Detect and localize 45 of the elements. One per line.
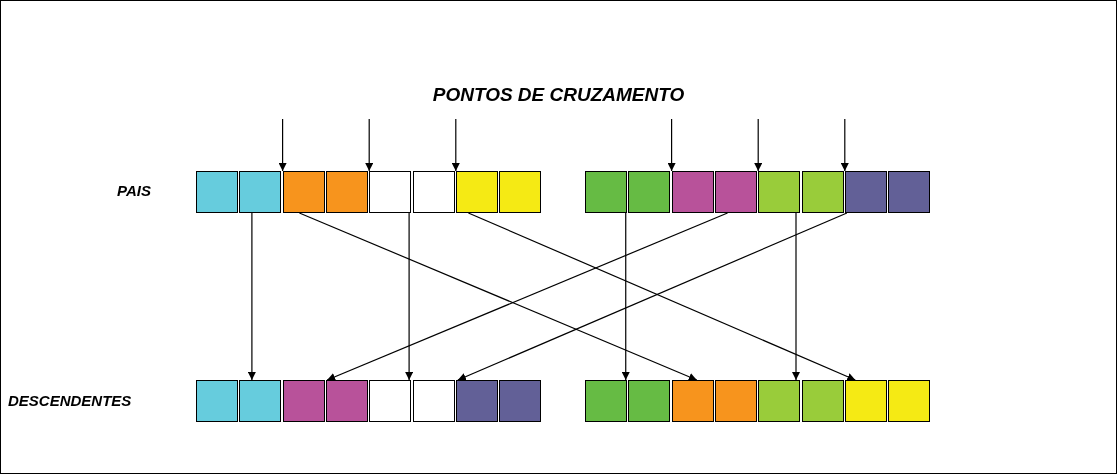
gene-cell — [499, 380, 542, 422]
gene-cell — [758, 380, 801, 422]
gene-cell — [628, 380, 671, 422]
arrow — [621, 212, 630, 381]
gene-cell — [888, 380, 931, 422]
gene-cell — [844, 171, 887, 213]
arrow — [451, 118, 460, 172]
gene-cell — [369, 380, 412, 422]
gene-cell — [412, 380, 455, 422]
gene-cell — [196, 171, 238, 213]
gene-cell — [196, 380, 238, 422]
arrow — [792, 212, 800, 381]
gene-cell — [239, 171, 282, 213]
gene-cell — [671, 171, 714, 213]
gene-cell — [758, 171, 801, 213]
gene-cell — [714, 380, 757, 422]
gene-cell — [412, 171, 455, 213]
gene-cell — [282, 171, 325, 213]
row-label: DESCENDENTES — [8, 392, 132, 409]
gene-cell — [628, 171, 671, 213]
row-label: PAIS — [117, 182, 151, 199]
gene-cell — [325, 171, 368, 213]
arrow — [754, 118, 763, 172]
arrow — [278, 118, 287, 172]
gene-cell — [671, 380, 714, 422]
gene-cell — [369, 171, 412, 213]
gene-cell — [282, 380, 325, 422]
arrow — [667, 118, 676, 172]
gene-cell — [455, 380, 498, 422]
gene-cell — [801, 380, 844, 422]
gene-cell — [585, 380, 627, 422]
gene-cell — [844, 380, 887, 422]
gene-cell — [801, 171, 844, 213]
gene-cell — [714, 171, 757, 213]
diagram-title: PONTOS DE CRUZAMENTO — [431, 84, 686, 106]
gene-cell — [888, 171, 931, 213]
arrow — [247, 212, 256, 381]
gene-cell — [585, 171, 627, 213]
gene-cell — [325, 380, 368, 422]
gene-cell — [239, 380, 282, 422]
arrow — [840, 118, 849, 172]
gene-cell — [499, 171, 542, 213]
gene-cell — [455, 171, 498, 213]
arrow — [405, 212, 414, 381]
arrow — [365, 118, 374, 172]
